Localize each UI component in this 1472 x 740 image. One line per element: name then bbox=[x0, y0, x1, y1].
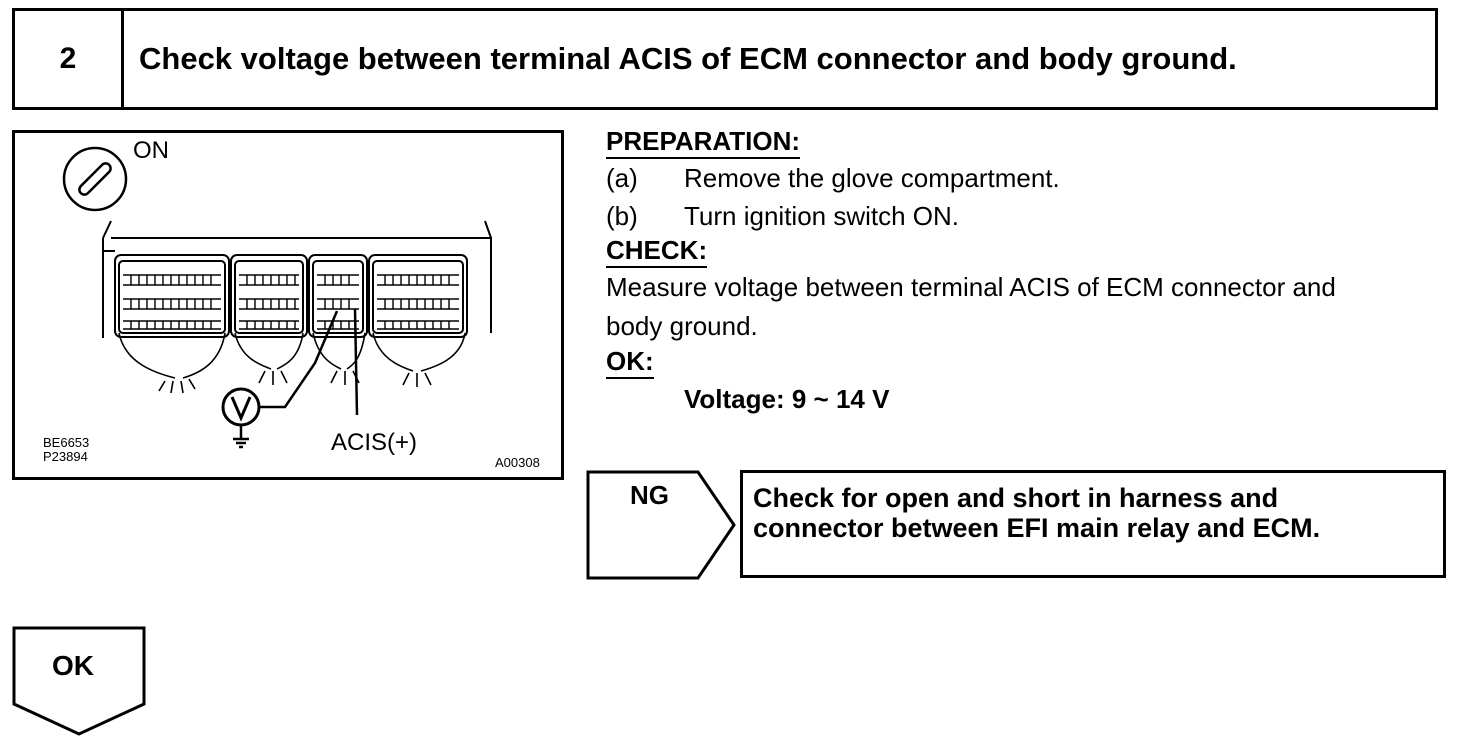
ok-heading: OK: bbox=[606, 346, 654, 379]
prep-step-label: (b) bbox=[606, 201, 638, 231]
ok-arrow-tag bbox=[12, 626, 146, 736]
prep-step-text: Turn ignition switch ON. bbox=[684, 201, 960, 231]
connector-pins bbox=[123, 274, 459, 330]
check-text-line2: body ground. bbox=[606, 311, 758, 341]
ecm-body bbox=[102, 220, 492, 338]
prep-step-b: (b) Turn ignition switch ON. bbox=[606, 197, 1456, 235]
step-header: 2 Check voltage between terminal ACIS of… bbox=[12, 8, 1438, 110]
check-text-line1: Measure voltage between terminal ACIS of… bbox=[606, 272, 1336, 302]
instructions: PREPARATION: (a) Remove the glove compar… bbox=[606, 126, 1456, 419]
check-heading: CHECK: bbox=[606, 235, 708, 268]
prep-step-a: (a) Remove the glove compartment. bbox=[606, 159, 1456, 197]
step-number: 2 bbox=[15, 11, 124, 107]
voltmeter-icon bbox=[221, 387, 261, 427]
ng-action-line2: connector between EFI main relay and ECM… bbox=[753, 513, 1321, 543]
ground-icon bbox=[233, 437, 249, 449]
ecm-connector-figure: ON ACIS(+) BE6653 P23894 A00308 bbox=[12, 130, 564, 480]
ignition-key-icon bbox=[62, 146, 128, 212]
ignition-on-label: ON bbox=[133, 137, 169, 164]
ng-action-line1: Check for open and short in harness and bbox=[753, 483, 1279, 513]
figure-code-be: BE6653 bbox=[43, 435, 90, 450]
wire-harness bbox=[118, 332, 466, 394]
test-leads bbox=[239, 308, 359, 439]
preparation-heading: PREPARATION: bbox=[606, 126, 801, 159]
figure-code-a: A00308 bbox=[495, 455, 540, 470]
ng-label: NG bbox=[630, 480, 669, 510]
ecm-illustration bbox=[62, 146, 492, 449]
voltage-spec: Voltage: 9 ~ 14 V bbox=[684, 384, 890, 414]
figure-code-p: P23894 bbox=[43, 449, 88, 464]
ecm-connectors bbox=[114, 254, 468, 338]
acis-terminal-label: ACIS(+) bbox=[331, 429, 418, 456]
ng-action-box: Check for open and short in harness and … bbox=[740, 470, 1446, 578]
prep-step-label: (a) bbox=[606, 163, 638, 193]
prep-step-text: Remove the glove compartment. bbox=[684, 163, 1060, 193]
step-title: Check voltage between terminal ACIS of E… bbox=[139, 41, 1237, 76]
ng-arrow-tag bbox=[586, 470, 736, 580]
ok-label: OK bbox=[52, 650, 94, 681]
